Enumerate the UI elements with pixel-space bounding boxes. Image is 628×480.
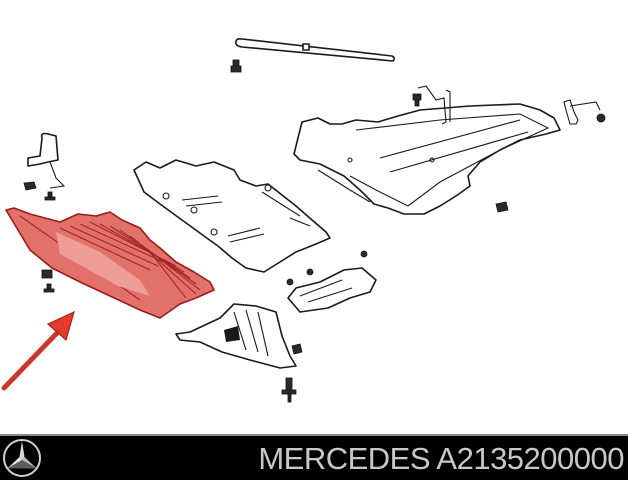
middle-shield: [133, 159, 331, 273]
pointer-arrow: [1, 310, 75, 391]
part-number-label: MERCEDES A2135200000: [258, 441, 624, 476]
front-cover-red: [5, 207, 215, 319]
parts-diagram: [1, 38, 606, 403]
tie-rod-bar: [230, 38, 396, 73]
upper-clip-bracket: [412, 85, 451, 125]
lower-side-cover: [175, 303, 303, 403]
mercedes-star-icon: [3, 439, 41, 477]
footer-banner: MERCEDES A2135200000: [0, 434, 628, 480]
left-bracket: [23, 132, 66, 201]
side-duct: [286, 250, 377, 313]
rear-large-panel: [293, 103, 561, 215]
small-rear-bracket: [563, 99, 606, 125]
